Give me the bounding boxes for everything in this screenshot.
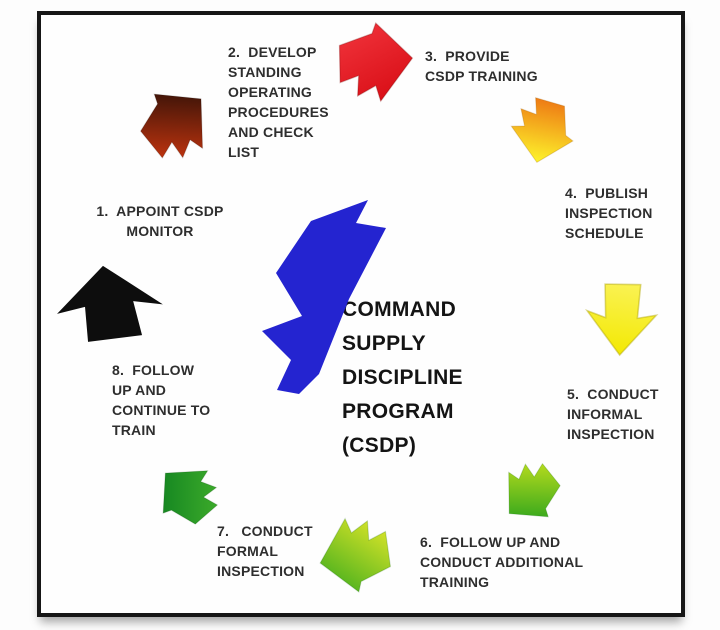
step-1-label: 1. APPOINT CSDP MONITOR xyxy=(96,203,224,239)
step-2-label: 2. DEVELOP STANDING OPERATING PROCEDURES… xyxy=(228,44,329,160)
step-3-label: 3. PROVIDE CSDP TRAINING xyxy=(425,48,538,84)
arrow-step6-to-step7-icon xyxy=(319,517,392,593)
step-4-label: 4. PUBLISH INSPECTION SCHEDULE xyxy=(565,185,653,241)
arrow-step2-to-step3-icon xyxy=(338,21,414,103)
diagram-border xyxy=(37,11,685,617)
arrow-step4-to-step5-icon xyxy=(584,283,659,357)
step-6-label: 6. FOLLOW UP AND CONDUCT ADDITIONAL TRAI… xyxy=(420,534,584,590)
arrow-step5-to-step6-icon xyxy=(508,462,561,518)
arrow-step7-to-step8-icon xyxy=(162,470,219,525)
step-7-label: 7. CONDUCT FORMAL INSPECTION xyxy=(217,523,313,579)
step-8-label: 8. FOLLOW UP AND CONTINUE TO TRAIN xyxy=(112,362,211,438)
arrow-step3-to-step4-icon xyxy=(510,97,574,164)
center-title: COMMAND SUPPLY DISCIPLINE PROGRAM (CSDP) xyxy=(342,298,463,457)
center-burst-icon xyxy=(262,200,386,394)
arrow-step1-to-step2-icon xyxy=(139,93,204,159)
arrow-step8-to-step1-icon xyxy=(57,265,163,342)
step-5-label: 5. CONDUCT INFORMAL INSPECTION xyxy=(567,386,659,442)
